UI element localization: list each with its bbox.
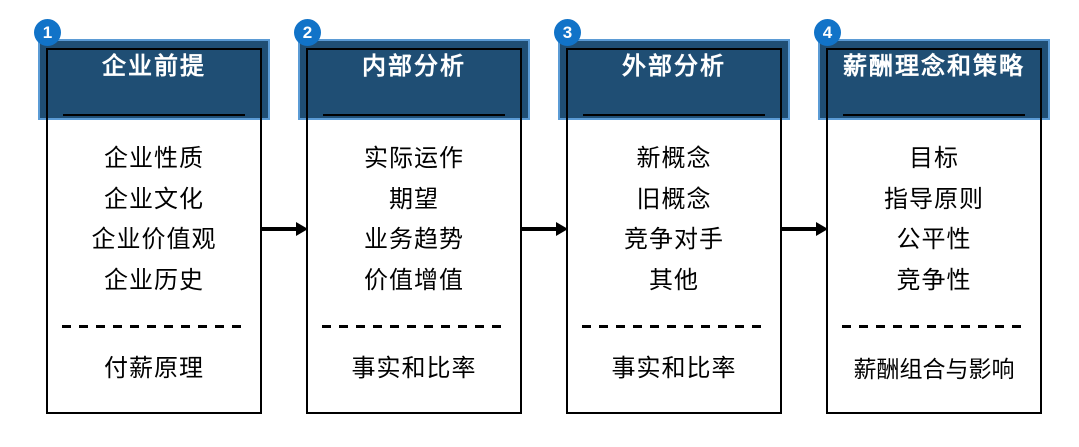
title-underline: [583, 114, 765, 116]
list-item: 新概念: [636, 145, 712, 172]
step-number-badge: 2: [294, 19, 321, 46]
list-item: 企业性质: [104, 145, 204, 172]
stage-header: [38, 39, 270, 120]
list-item: 企业价值观: [91, 226, 217, 253]
stage-column-2: 内部分析 实际运作 期望 业务趋势 价值增值 事实和比率 2: [294, 0, 530, 447]
list-item: 竞争对手: [624, 226, 724, 253]
arrow-head-icon: [816, 222, 828, 236]
arrow-head-icon: [556, 222, 568, 236]
dashed-divider: [842, 325, 1026, 328]
list-item: 其他: [649, 267, 699, 294]
title-underline: [323, 114, 505, 116]
stage-title: 薪酬理念和策略: [843, 53, 1025, 80]
list-item: 竞争性: [896, 267, 972, 294]
step-number-badge: 1: [34, 19, 61, 46]
dashed-divider: [582, 325, 766, 328]
arrow-line: [782, 227, 818, 231]
list-item: 业务趋势: [364, 226, 464, 253]
stage-body-box: [46, 48, 262, 414]
list-item: 指导原则: [884, 186, 984, 213]
list-item: 企业文化: [104, 186, 204, 213]
flow-arrow-1: [262, 220, 308, 238]
step-number-badge: 3: [554, 19, 581, 46]
step-number-badge: 4: [814, 19, 841, 46]
stage-title: 企业前提: [102, 53, 206, 80]
stage-title: 内部分析: [362, 53, 466, 80]
stage-header: [818, 39, 1050, 120]
dashed-divider: [322, 325, 506, 328]
flow-arrow-2: [522, 220, 568, 238]
list-item: 公平性: [896, 226, 972, 253]
footer-item: 事实和比率: [611, 355, 737, 382]
list-item: 期望: [389, 186, 439, 213]
list-item: 企业历史: [104, 267, 204, 294]
stage-column-1: 企业前提 企业性质 企业文化 企业价值观 企业历史 付薪原理 1: [34, 0, 270, 447]
list-item: 旧概念: [636, 186, 712, 213]
arrow-line: [522, 227, 558, 231]
title-underline: [843, 114, 1025, 116]
list-item: 实际运作: [364, 145, 464, 172]
stage-title: 外部分析: [622, 53, 726, 80]
stage-header: [298, 39, 530, 120]
stage-header: [558, 39, 790, 120]
list-item: 价值增值: [364, 267, 464, 294]
stage-column-4: 薪酬理念和策略 目标 指导原则 公平性 竞争性 薪酬组合与影响 4: [814, 0, 1050, 447]
flow-arrow-3: [782, 220, 828, 238]
stage-column-3: 外部分析 新概念 旧概念 竞争对手 其他 事实和比率 3: [554, 0, 790, 447]
dashed-divider: [62, 325, 246, 328]
arrow-head-icon: [296, 222, 308, 236]
footer-item: 薪酬组合与影响: [853, 356, 1015, 382]
arrow-line: [262, 227, 298, 231]
footer-item: 事实和比率: [351, 355, 477, 382]
title-underline: [63, 114, 245, 116]
list-item: 目标: [909, 145, 959, 172]
footer-item: 付薪原理: [104, 355, 204, 382]
